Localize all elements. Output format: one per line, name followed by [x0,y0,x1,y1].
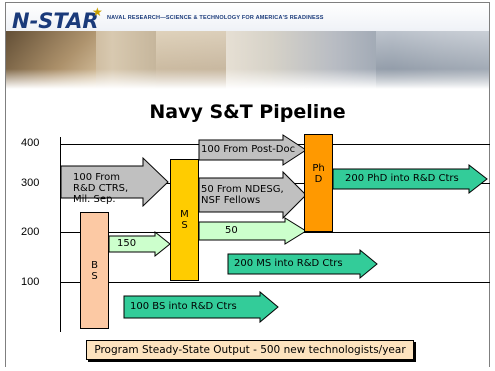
header-banner: N-STAR ★ NAVAL RESEARCH—SCIENCE & TECHNO… [6,3,489,89]
arrow-ndesg-in: 50 From NDESG, NSF Fellows [198,170,307,220]
arrow-rd-ctrs-in: 100 From R&D CTRS, Mil. Sep. [60,156,169,208]
footer-summary: Program Steady-State Output - 500 new te… [86,340,414,360]
header-tagline: NAVAL RESEARCH—SCIENCE & TECHNOLOGY FOR … [107,15,324,21]
arrow-rd-ctrs-label: 100 From R&D CTRS, Mil. Sep. [73,172,129,205]
arrow-phd-out: 200 PhD into R&D Ctrs [332,163,488,195]
slide-frame [5,2,490,367]
arrow-ms-out: 200 MS into R&D Ctrs [227,248,378,280]
arrow-ms-to-phd-label: 50 [225,225,238,236]
arrow-bs-to-ms-label: 150 [117,238,137,249]
arrow-ms-out-label: 200 MS into R&D Ctrs [234,258,343,269]
y-axis [60,137,61,332]
stage-bs-label: BS [91,259,98,282]
arrow-bs-to-ms: 150 [108,230,171,258]
arrow-ms-to-phd: 50 [198,217,307,245]
y-tick-300: 300 [21,177,40,189]
arrow-postdoc-label: 100 From Post-Doc [201,144,296,155]
stage-phd-box: PhD [304,134,333,232]
arrow-bs-out-label: 100 BS into R&D Ctrs [130,301,237,312]
stage-bs-box: BS [80,212,109,329]
y-tick-400: 400 [21,137,40,149]
y-tick-100: 100 [21,276,40,288]
stage-ms-label: MS [180,209,189,231]
arrow-postdoc-in: 100 From Post-Doc [198,134,307,166]
nstar-logo: N-STAR [12,9,99,33]
arrow-ndesg-label: 50 From NDESG, NSF Fellows [201,184,284,206]
brand-bar: N-STAR ★ NAVAL RESEARCH—SCIENCE & TECHNO… [6,3,489,33]
page-title: Navy S&T Pipeline [149,101,346,123]
star-icon: ★ [92,5,103,19]
stage-ms-box: MS [170,159,199,281]
y-tick-200: 200 [21,226,40,238]
arrow-bs-out: 100 BS into R&D Ctrs [123,290,279,324]
stage-phd-label: PhD [312,163,325,185]
gridline-100 [60,282,490,283]
header-photo-collage [6,31,489,89]
arrow-phd-out-label: 200 PhD into R&D Ctrs [345,173,459,184]
